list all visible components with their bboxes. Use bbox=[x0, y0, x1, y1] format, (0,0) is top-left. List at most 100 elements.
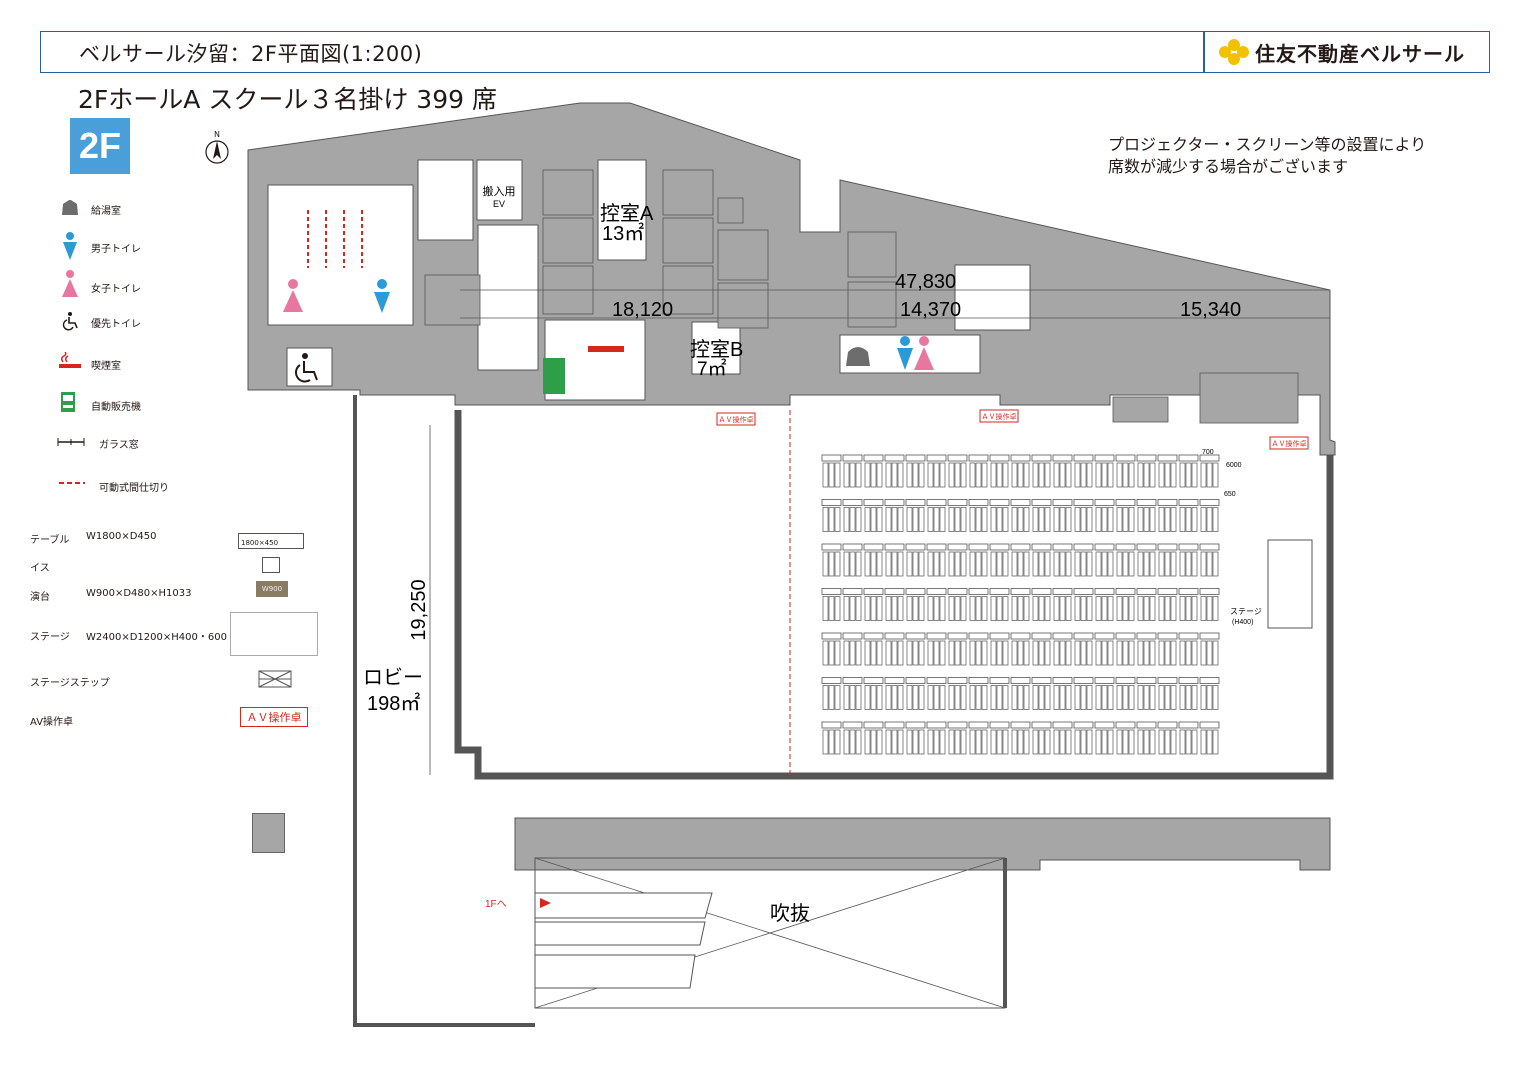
seat-table bbox=[884, 632, 905, 640]
seat-chair bbox=[1095, 596, 1102, 621]
seat-table bbox=[1178, 454, 1199, 462]
seat-chair bbox=[1122, 551, 1129, 577]
seat-chair bbox=[1053, 685, 1060, 710]
seat-chair bbox=[960, 729, 967, 755]
seat-chair bbox=[822, 729, 829, 755]
seat-chair bbox=[975, 685, 982, 710]
to-1f-label: 1Fへ bbox=[485, 899, 507, 910]
seat-chair bbox=[1023, 507, 1030, 532]
seat-chair bbox=[1095, 729, 1102, 755]
seat-chair bbox=[1200, 640, 1207, 666]
floor-badge: 2F bbox=[70, 118, 130, 174]
seat-table bbox=[863, 632, 884, 640]
seat-chair bbox=[933, 640, 940, 666]
seat-chair bbox=[1095, 640, 1102, 666]
seat-chair bbox=[1065, 551, 1072, 577]
spec-value: W1800×D450 bbox=[86, 531, 157, 542]
seat-table bbox=[1031, 454, 1052, 462]
seat-chair bbox=[1053, 729, 1060, 755]
seat-chair bbox=[843, 729, 850, 755]
seat-table bbox=[842, 677, 863, 684]
escalators bbox=[534, 892, 713, 989]
seat-chair bbox=[912, 640, 919, 666]
seat-chair bbox=[891, 640, 898, 666]
seat-chair bbox=[1101, 507, 1108, 532]
seat-chair bbox=[1206, 685, 1213, 710]
seat-chair bbox=[1086, 462, 1093, 488]
seat-chair bbox=[885, 462, 892, 488]
seat-chair bbox=[1170, 596, 1177, 621]
seat-chair bbox=[1011, 685, 1018, 710]
seat-chair bbox=[939, 596, 946, 621]
seat-chair bbox=[990, 551, 997, 577]
seat-chair bbox=[1101, 551, 1108, 577]
legend-label: 給湯室 bbox=[91, 206, 121, 217]
seat-chair bbox=[954, 729, 961, 755]
seat-table bbox=[968, 543, 989, 551]
seat-table bbox=[1052, 721, 1073, 729]
seat-chair bbox=[1107, 640, 1114, 666]
seat-table bbox=[1094, 721, 1115, 729]
av-desk bbox=[1269, 436, 1309, 450]
legend-label: 自動販売機 bbox=[91, 402, 141, 413]
seat-chair bbox=[1011, 462, 1018, 488]
seat-chair bbox=[1212, 729, 1219, 755]
seat-chair bbox=[1149, 462, 1156, 488]
header-bar: ベルサール汐留：2F平面図(1:200) 住友不動産ベルサール bbox=[40, 31, 1490, 73]
seat-chair bbox=[1137, 551, 1144, 577]
seat-table bbox=[1178, 632, 1199, 640]
seat-table bbox=[842, 454, 863, 462]
seat-chair bbox=[996, 729, 1003, 755]
seat-chair bbox=[1143, 640, 1150, 666]
seat-chair bbox=[855, 551, 862, 577]
seat-chair bbox=[1002, 507, 1009, 532]
seat-chair bbox=[1032, 729, 1039, 755]
seat-chair bbox=[855, 685, 862, 710]
seat-chair bbox=[981, 729, 988, 755]
seat-chair bbox=[1143, 462, 1150, 488]
seat-chair bbox=[927, 729, 934, 755]
legend-label: 優先トイレ bbox=[91, 319, 141, 330]
note-line: 席数が減少する場合がございます bbox=[1108, 157, 1349, 176]
seat-chair bbox=[981, 462, 988, 488]
seat-table bbox=[1157, 721, 1178, 729]
seat-chair bbox=[1191, 685, 1198, 710]
seat-chair bbox=[1170, 729, 1177, 755]
seat-table bbox=[1052, 632, 1073, 640]
seat-chair bbox=[1200, 685, 1207, 710]
seat-table bbox=[1031, 632, 1052, 640]
seat-chair bbox=[843, 462, 850, 488]
seat-chair bbox=[849, 462, 856, 488]
legend-label: ガラス窓 bbox=[99, 440, 139, 451]
seat-chair bbox=[918, 640, 925, 666]
seat-table bbox=[1094, 499, 1115, 506]
legend-item: 喫煙室 bbox=[55, 350, 235, 374]
seat-chair bbox=[1002, 685, 1009, 710]
seat-chair bbox=[1023, 462, 1030, 488]
seat-chair bbox=[855, 596, 862, 621]
seat-chair bbox=[996, 507, 1003, 532]
seat-chair bbox=[1206, 462, 1213, 488]
seat-table bbox=[1010, 721, 1031, 729]
seat-chair bbox=[996, 462, 1003, 488]
seat-table bbox=[1199, 499, 1220, 506]
seat-chair bbox=[969, 729, 976, 755]
seat-chair bbox=[1059, 685, 1066, 710]
seat-table bbox=[1094, 454, 1115, 462]
seat-chair bbox=[876, 640, 883, 666]
seat-chair bbox=[1059, 640, 1066, 666]
seat-table bbox=[926, 543, 947, 551]
elevator-hall bbox=[477, 224, 539, 371]
seat-chair bbox=[1044, 507, 1051, 532]
seat-chair bbox=[1149, 551, 1156, 577]
layout-subtitle: 2FホールA スクール３名掛け 399 席 bbox=[78, 85, 497, 114]
seat-table bbox=[1178, 721, 1199, 729]
seat-chair bbox=[954, 551, 961, 577]
seat-table bbox=[884, 543, 905, 551]
seat-chair bbox=[996, 551, 1003, 577]
seat-table bbox=[905, 677, 926, 684]
seat-chair bbox=[1074, 685, 1081, 710]
seat-chair bbox=[1143, 596, 1150, 621]
stage bbox=[1267, 539, 1313, 629]
room-b-label: 控室B bbox=[690, 338, 743, 361]
